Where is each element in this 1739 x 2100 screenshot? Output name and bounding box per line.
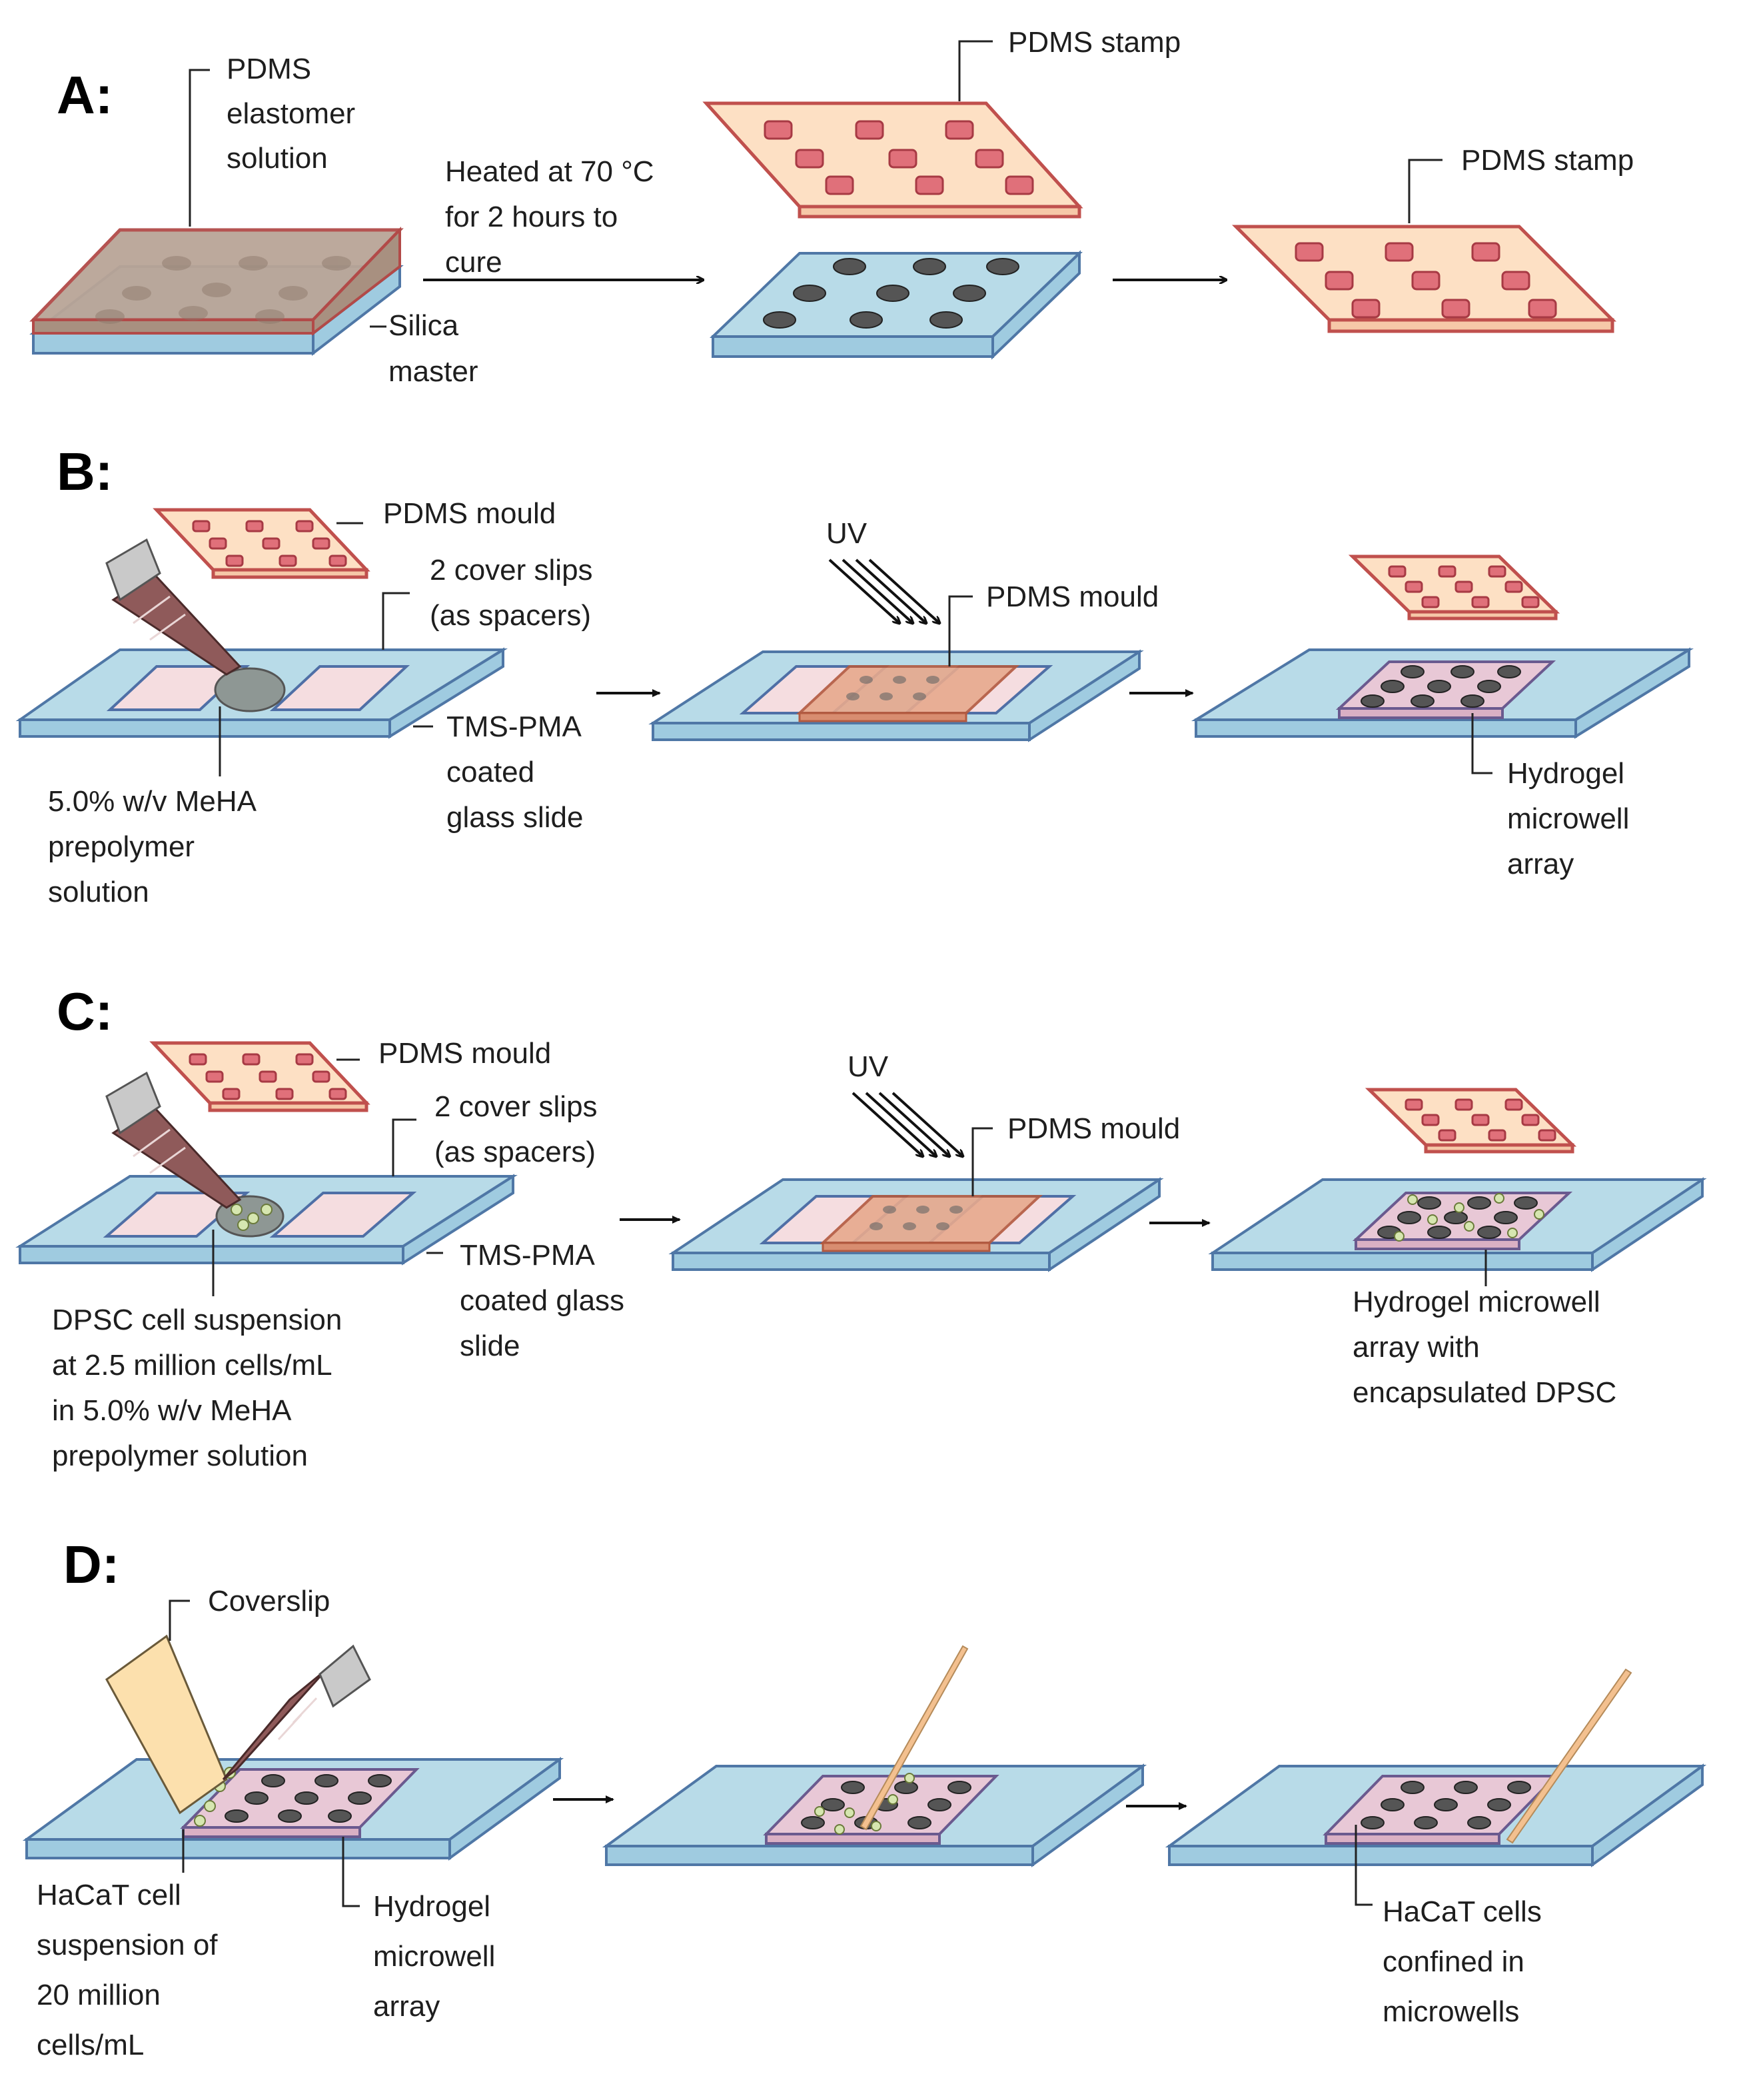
glass-label-c-line1: TMS-PMA xyxy=(460,1239,596,1272)
glass-label-line1: TMS-PMA xyxy=(446,710,582,743)
pdms-stamp-final xyxy=(1231,225,1617,333)
result-label-b-line1: Hydrogel xyxy=(1507,757,1624,790)
cover-label-line2: (as spacers) xyxy=(430,599,591,632)
result-label-b-line3: array xyxy=(1507,848,1574,880)
silica-label-line1: Silica xyxy=(388,309,459,342)
result-label-d-line3: microwells xyxy=(1383,1995,1519,2028)
pdms-mould-b3 xyxy=(1348,554,1560,620)
array-label-d-line2: microwell xyxy=(373,1940,495,1973)
panel-c: C: PDMS mould xyxy=(15,982,1707,1472)
glass-slide-b2 xyxy=(648,649,1144,742)
result-label-c-line3: encapsulated DPSC xyxy=(1353,1376,1616,1409)
pdms-mould-c3 xyxy=(1365,1088,1577,1154)
coverslip-edge-icon xyxy=(1506,1668,1632,1844)
mould-label-c2: PDMS mould xyxy=(1007,1112,1180,1145)
heat-label-line2: for 2 hours to xyxy=(445,201,618,233)
suspension-label-c-line4: prepolymer solution xyxy=(52,1440,308,1472)
coverslip-icon xyxy=(105,1634,228,1815)
suspension-label-c-line2: at 2.5 million cells/mL xyxy=(52,1349,332,1382)
glass-slide-b1 xyxy=(15,647,508,739)
glass-slide-d3 xyxy=(1165,1763,1707,1867)
glass-slide-d1 xyxy=(22,1757,564,1861)
uv-label-c: UV xyxy=(848,1050,889,1083)
panel-b-letter: B: xyxy=(57,442,113,501)
array-label-d-line1: Hydrogel xyxy=(373,1890,490,1923)
glass-slide-b3 xyxy=(1191,647,1694,739)
glass-label-c-line2: coated glass xyxy=(460,1284,624,1317)
mould-label-b: PDMS mould xyxy=(383,497,556,530)
glass-slide-c2 xyxy=(668,1177,1164,1272)
result-label-c-line2: array with xyxy=(1353,1331,1480,1364)
panel-b: B: PDMS mould xyxy=(15,442,1694,908)
pipette-icon xyxy=(105,538,242,676)
heat-label-line1: Heated at 70 °C xyxy=(445,155,654,188)
result-label-d-line1: HaCaT cells xyxy=(1383,1895,1542,1928)
stamp-label-2: PDMS stamp xyxy=(1461,144,1634,177)
stamp-label-1: PDMS stamp xyxy=(1008,26,1181,59)
glass-slide-c3 xyxy=(1208,1177,1707,1272)
cover-label-c-line1: 2 cover slips xyxy=(434,1090,598,1123)
solution-label-line2: prepolymer xyxy=(48,830,195,863)
mould-label-b2: PDMS mould xyxy=(986,580,1159,613)
array-label-d-line3: array xyxy=(373,1990,440,2023)
silica-master-with-elastomer xyxy=(29,227,404,357)
uv-label-b: UV xyxy=(826,517,868,550)
suspension-label-d-line1: HaCaT cell xyxy=(37,1879,181,1911)
suspension-label-c-line1: DPSC cell suspension xyxy=(52,1304,342,1336)
pdms-mould-c1 xyxy=(149,1041,370,1112)
pdms-mould-b1 xyxy=(153,508,370,579)
uv-rays-icon xyxy=(828,558,939,623)
silica-label-line2: master xyxy=(388,355,478,388)
result-label-c-line1: Hydrogel microwell xyxy=(1353,1286,1600,1318)
panel-a: A: PDMS elastomer solution xyxy=(29,26,1634,388)
cover-label-c-line2: (as spacers) xyxy=(434,1136,596,1168)
mould-label-c: PDMS mould xyxy=(378,1037,551,1070)
uv-rays-icon xyxy=(852,1092,963,1156)
elastomer-label-line2: elastomer xyxy=(227,97,355,130)
suspension-label-d-line3: 20 million xyxy=(37,1979,161,2011)
silica-master xyxy=(710,250,1083,360)
elastomer-label-line3: solution xyxy=(227,142,328,175)
glass-slide-c1 xyxy=(15,1174,518,1266)
panel-d: D: xyxy=(22,1535,1707,2061)
heat-label-line3: cure xyxy=(445,246,502,279)
solution-label-line3: solution xyxy=(48,876,149,908)
pipette-icon xyxy=(105,1071,242,1209)
suspension-label-d-line2: suspension of xyxy=(37,1929,218,1961)
pdms-stamp-top xyxy=(702,101,1083,219)
panel-d-letter: D: xyxy=(63,1535,119,1594)
suspension-label-d-line4: cells/mL xyxy=(37,2029,144,2061)
glass-label-c-line3: slide xyxy=(460,1330,520,1362)
solution-label-line1: 5.0% w/v MeHA xyxy=(48,785,257,818)
pipette-icon xyxy=(222,1644,371,1781)
result-label-d-line2: confined in xyxy=(1383,1945,1524,1978)
glass-label-line3: glass slide xyxy=(446,801,583,834)
suspension-label-c-line3: in 5.0% w/v MeHA xyxy=(52,1394,292,1427)
elastomer-label-line1: PDMS xyxy=(227,53,311,85)
cover-label-line1: 2 cover slips xyxy=(430,554,593,586)
panel-a-letter: A: xyxy=(57,65,113,125)
result-label-b-line2: microwell xyxy=(1507,802,1629,835)
panel-c-letter: C: xyxy=(57,982,113,1041)
coverslip-edge-icon xyxy=(860,1645,969,1831)
coverslip-label: Coverslip xyxy=(208,1585,330,1617)
glass-label-line2: coated xyxy=(446,756,534,788)
glass-slide-d2 xyxy=(602,1763,1147,1867)
